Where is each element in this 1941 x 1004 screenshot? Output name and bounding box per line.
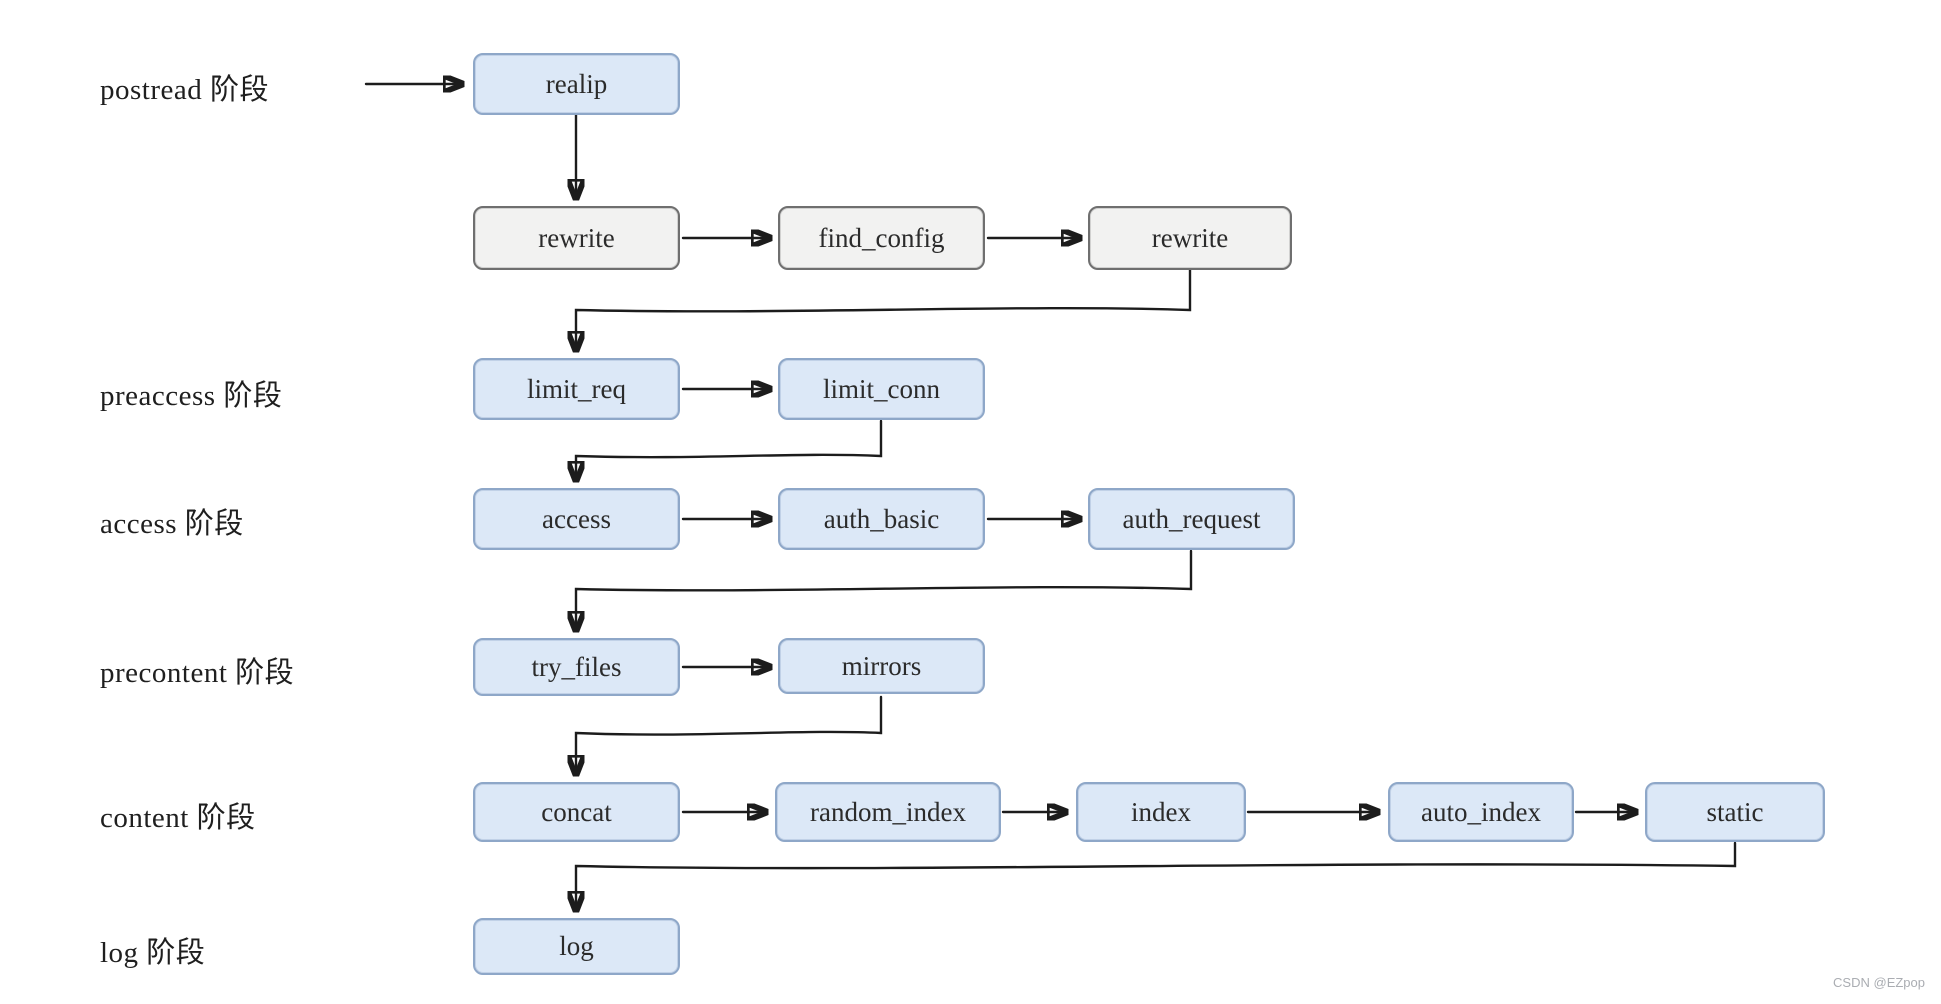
node-rewrite-1-label: rewrite <box>538 222 615 253</box>
node-try-files: try_files <box>473 638 680 696</box>
node-rewrite-2: rewrite <box>1088 206 1292 270</box>
node-auth-basic-label: auth_basic <box>823 503 940 534</box>
node-auth-request-label: auth_request <box>1122 503 1261 534</box>
edge-rewrite2-to-limitreq <box>576 266 1192 350</box>
phase-label-precontent: precontent 阶段 <box>100 657 295 689</box>
watermark: CSDN @EZpop <box>1833 975 1925 990</box>
phase-label-content: content 阶段 <box>100 802 256 834</box>
node-auto-index: auto_index <box>1388 782 1574 842</box>
node-rewrite-2-label: rewrite <box>1151 222 1229 253</box>
node-auth-basic: auth_basic <box>778 488 985 550</box>
node-limit-conn-label: limit_conn <box>823 373 940 404</box>
phase-label-postread: postread 阶段 <box>100 74 269 106</box>
node-index: index <box>1076 782 1246 842</box>
node-log: log <box>473 918 680 975</box>
phase-label-preaccess: preaccess 阶段 <box>100 380 283 412</box>
node-access: access <box>473 488 680 550</box>
node-realip: realip <box>473 53 680 115</box>
edge-limitconn-to-access <box>576 419 883 480</box>
node-random-index: random_index <box>775 782 1001 842</box>
node-concat: concat <box>473 782 680 842</box>
node-index-label: index <box>1131 796 1191 827</box>
node-try-files-label: try_files <box>531 651 622 682</box>
node-log-label: log <box>559 931 594 961</box>
node-mirrors: mirrors <box>778 638 985 694</box>
node-find-config: find_config <box>778 206 985 270</box>
node-limit-conn: limit_conn <box>778 358 985 420</box>
node-random-index-label: random_index <box>810 796 966 827</box>
node-auto-index-label: auto_index <box>1421 796 1541 827</box>
phase-label-access: access 阶段 <box>100 508 244 540</box>
node-static-label: static <box>1706 796 1764 827</box>
node-static: static <box>1645 782 1825 842</box>
node-realip-label: realip <box>545 68 608 99</box>
node-rewrite-1: rewrite <box>473 206 680 270</box>
edge-mirrors-to-concat <box>576 695 883 774</box>
node-access-label: access <box>542 503 611 534</box>
phase-label-log: log 阶段 <box>100 937 206 969</box>
edge-authrequest-to-tryfiles <box>576 549 1193 630</box>
edge-static-to-log <box>576 841 1737 910</box>
node-mirrors-label: mirrors <box>841 650 922 681</box>
node-find-config-label: find_config <box>818 222 945 253</box>
node-limit-req-label: limit_req <box>527 373 626 404</box>
node-limit-req: limit_req <box>473 358 680 420</box>
node-auth-request: auth_request <box>1088 488 1295 550</box>
node-concat-label: concat <box>541 796 612 827</box>
